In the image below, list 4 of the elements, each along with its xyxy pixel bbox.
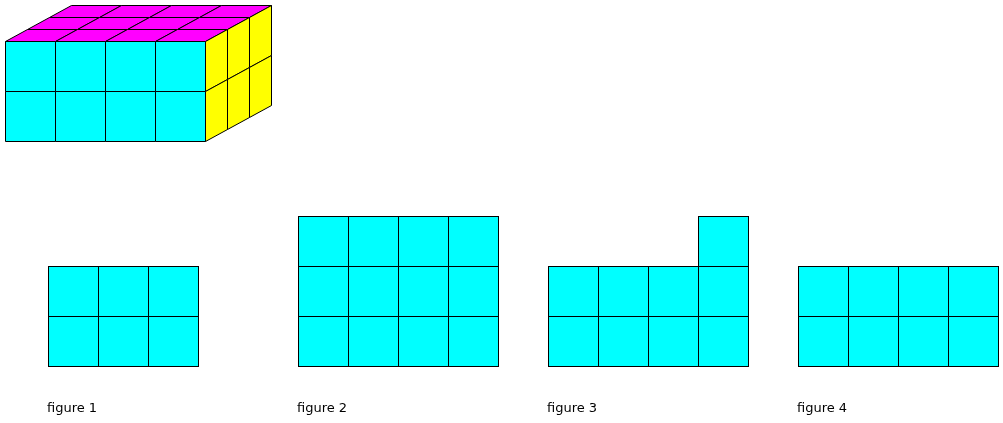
figure-caption: figure 1 [47, 400, 98, 416]
figure-caption: figure 4 [797, 400, 848, 416]
figure-caption: figure 3 [547, 400, 598, 416]
figure-caption: figure 2 [297, 400, 348, 416]
